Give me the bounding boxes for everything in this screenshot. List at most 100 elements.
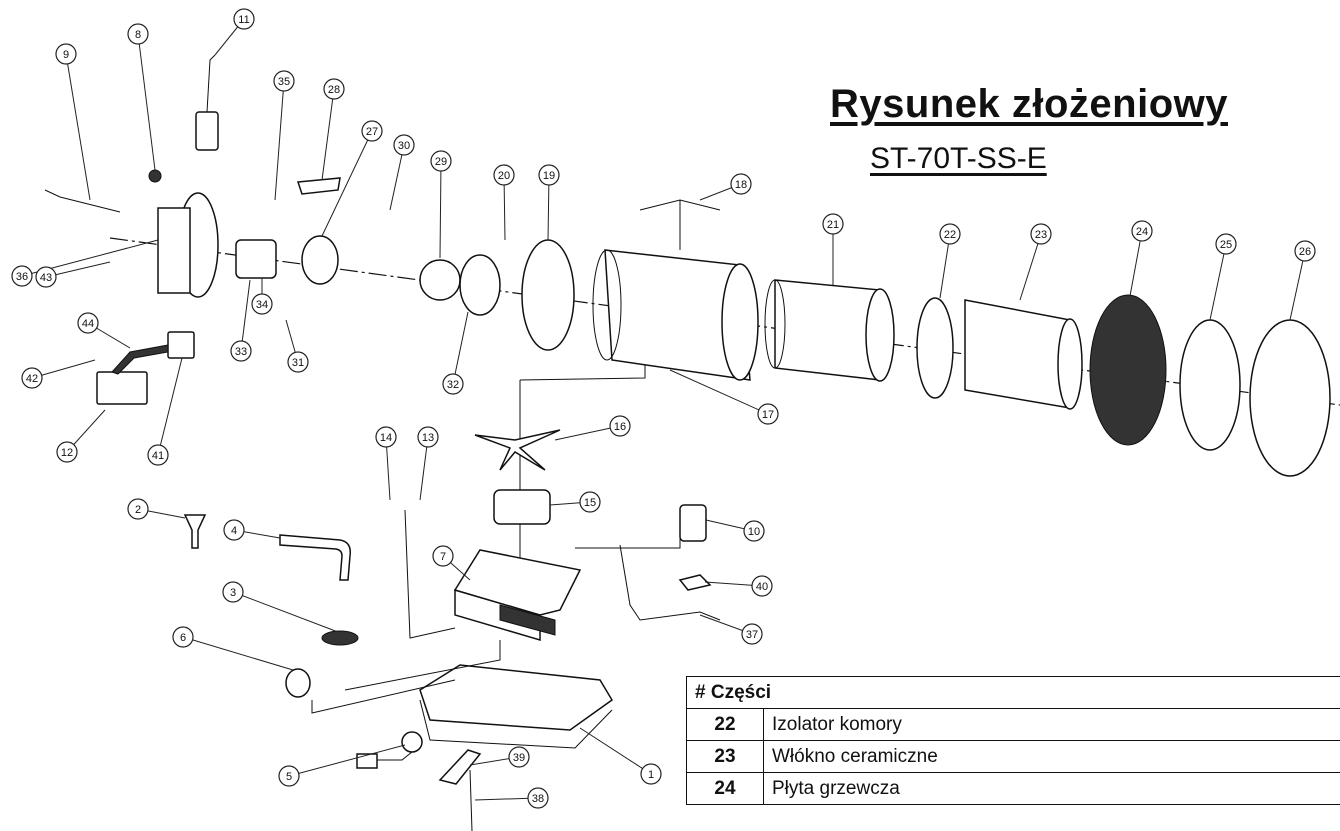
callout-37: 37 — [741, 623, 763, 645]
callout-leader — [31, 359, 96, 379]
callout-36: 36 — [11, 265, 33, 287]
svg-text:12: 12 — [61, 447, 73, 459]
svg-text:29: 29 — [435, 156, 447, 168]
part-name: Izolator komory — [763, 708, 1340, 741]
tank-cap — [285, 668, 311, 698]
rear-housing — [157, 192, 219, 298]
callout-43: 43 — [35, 266, 57, 288]
fan-housing — [301, 235, 339, 285]
callout-29: 29 — [430, 150, 452, 172]
callout-leader — [1129, 230, 1143, 297]
fuel-tank — [419, 664, 613, 749]
callout-9: 9 — [55, 43, 77, 65]
callout-23: 23 — [1030, 223, 1052, 245]
svg-text:20: 20 — [498, 170, 510, 182]
svg-text:11: 11 — [238, 14, 249, 26]
callout-leader — [452, 311, 469, 385]
svg-text:15: 15 — [584, 497, 596, 509]
svg-text:19: 19 — [543, 170, 555, 182]
callout-7: 7 — [432, 545, 454, 567]
fuel-tube — [279, 534, 352, 581]
part-number: 22 — [686, 708, 764, 741]
motor — [235, 239, 277, 279]
callout-18: 18 — [730, 173, 752, 195]
callout-leader — [503, 174, 506, 241]
callout-14: 14 — [375, 426, 397, 448]
callout-34: 34 — [251, 293, 273, 315]
table-header-row: # Części — [686, 676, 1340, 709]
heat-plate — [1089, 294, 1167, 446]
pin — [469, 769, 473, 831]
callout-leader — [321, 88, 335, 181]
callout-leader — [182, 636, 294, 671]
power-cord — [619, 544, 721, 621]
callout-leader — [669, 369, 769, 415]
bracket — [296, 177, 341, 195]
svg-text:17: 17 — [762, 409, 774, 421]
part-name: Płyta grzewcza — [763, 772, 1340, 805]
svg-text:14: 14 — [380, 432, 392, 444]
fitting — [183, 514, 207, 549]
svg-text:9: 9 — [63, 49, 69, 61]
ribbon-cable — [111, 344, 169, 375]
callout-leader — [554, 425, 621, 441]
callout-44: 44 — [77, 312, 99, 334]
callout-38: 38 — [527, 787, 549, 809]
svg-text:36: 36 — [16, 271, 28, 283]
callout-30: 30 — [393, 134, 415, 156]
svg-text:6: 6 — [180, 632, 186, 644]
callout-26: 26 — [1294, 240, 1316, 262]
svg-text:41: 41 — [152, 450, 164, 462]
callout-16: 16 — [609, 415, 631, 437]
svg-text:28: 28 — [328, 84, 340, 96]
combustion-chamber — [764, 279, 895, 382]
pump-motor — [493, 489, 551, 525]
wire — [344, 640, 501, 691]
chamber-insulator — [916, 297, 954, 399]
svg-text:4: 4 — [231, 525, 237, 537]
callout-13: 13 — [417, 426, 439, 448]
handle — [639, 199, 721, 250]
callout-1: 1 — [640, 763, 662, 785]
svg-text:24: 24 — [1136, 226, 1148, 238]
svg-text:13: 13 — [422, 432, 434, 444]
wire — [575, 520, 681, 549]
callout-leader — [240, 279, 251, 352]
fan-blades — [474, 429, 561, 471]
callout-35: 35 — [273, 70, 295, 92]
svg-text:37: 37 — [746, 629, 758, 641]
callout-leader — [232, 591, 339, 633]
callout-2: 2 — [127, 498, 149, 520]
wire — [519, 365, 646, 381]
callout-leader — [547, 174, 550, 241]
callout-21: 21 — [822, 213, 844, 235]
callout-28: 28 — [323, 78, 345, 100]
callout-32: 32 — [442, 373, 464, 395]
wire — [404, 509, 456, 639]
svg-text:16: 16 — [614, 421, 626, 433]
svg-text:35: 35 — [278, 76, 290, 88]
svg-text:33: 33 — [235, 346, 247, 358]
svg-text:22: 22 — [944, 229, 956, 241]
svg-text:23: 23 — [1035, 229, 1047, 241]
callout-5: 5 — [278, 765, 300, 787]
callout-leader — [274, 80, 285, 201]
svg-text:42: 42 — [26, 373, 38, 385]
callout-6: 6 — [172, 626, 194, 648]
outer-cylinder — [592, 249, 759, 381]
svg-text:1: 1 — [648, 769, 654, 781]
callout-10: 10 — [743, 520, 765, 542]
callout-12: 12 — [56, 441, 78, 463]
svg-text:25: 25 — [1220, 239, 1232, 251]
svg-text:43: 43 — [40, 272, 52, 284]
callout-24: 24 — [1131, 220, 1153, 242]
callout-leader — [65, 53, 91, 201]
svg-text:5: 5 — [286, 771, 292, 783]
svg-text:18: 18 — [735, 179, 747, 191]
svg-text:3: 3 — [230, 587, 236, 599]
svg-text:40: 40 — [756, 581, 768, 593]
cable — [44, 189, 121, 213]
part-number: 24 — [686, 772, 764, 805]
callout-11: 11 — [233, 8, 255, 30]
